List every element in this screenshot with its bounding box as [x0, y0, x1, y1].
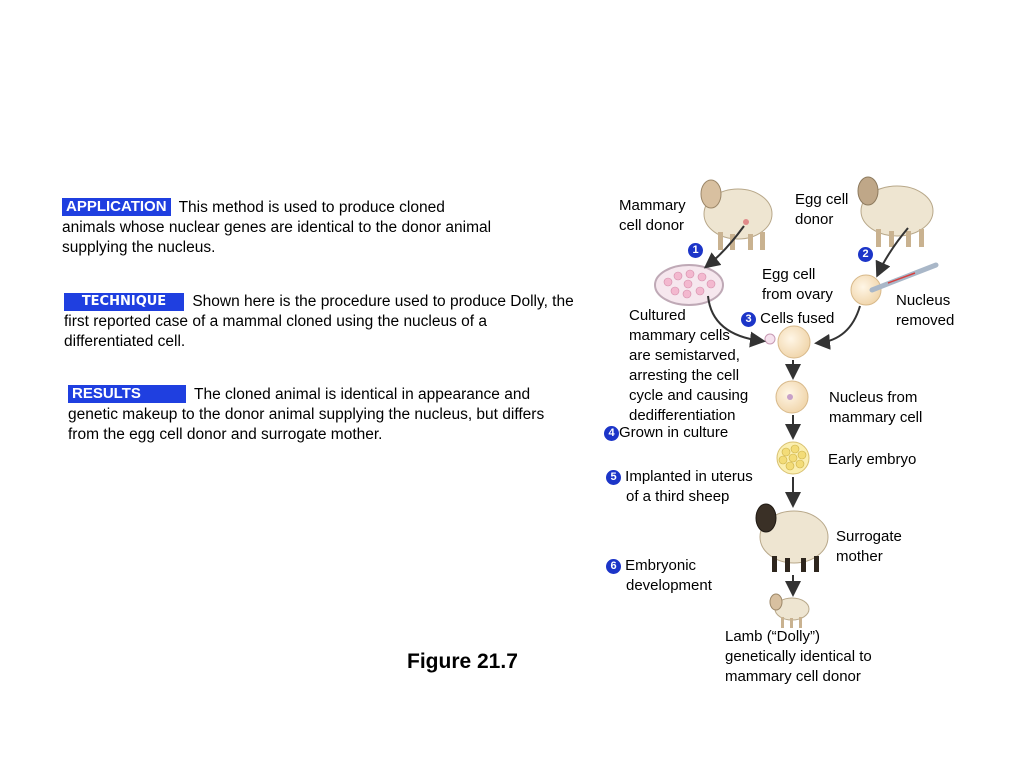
surrogate-label: Surrogate mother — [836, 528, 902, 565]
application-badge: APPLICATION — [62, 198, 171, 216]
technique-text: Shown here is the procedure used to prod… — [64, 293, 574, 350]
technique-block: TECHNIQUE Shown here is the procedure us… — [64, 292, 574, 352]
mammary-donor-label: Mammary cell donor — [619, 197, 686, 234]
egg-donor-sheep-icon — [857, 176, 934, 247]
results-block: RESULTS The cloned animal is identical i… — [68, 385, 553, 445]
step-2-icon: 2 — [858, 247, 873, 262]
figure-title: Figure 21.7 — [407, 650, 518, 673]
cultured-cells-label: Cultured mammary cells are semistarved, … — [629, 307, 749, 424]
early-embryo-label: Early embryo — [828, 451, 917, 468]
technique-badge: TECHNIQUE — [64, 293, 184, 311]
egg-cell-icon — [850, 274, 882, 306]
step-2-marker: 2 — [858, 244, 873, 264]
embryonic-label: 6 Embryonic development — [606, 556, 712, 596]
lamb-icon — [769, 593, 810, 628]
results-text: The cloned animal is identical in appear… — [68, 386, 545, 443]
results-badge: RESULTS — [68, 385, 186, 403]
application-text: This method is used to produce cloned an… — [62, 199, 492, 256]
step-6-icon: 6 — [606, 559, 621, 574]
cells-fused-label: 3 Cells fused — [741, 309, 834, 329]
arrow-egg-to-fuse — [814, 305, 861, 350]
nucleus-from-label: Nucleus from mammary cell — [829, 389, 923, 426]
step-5-icon: 5 — [606, 470, 621, 485]
arrow-donor-to-dish — [703, 225, 745, 269]
pipette-icon — [869, 262, 939, 293]
surrogate-sheep-icon — [755, 503, 829, 572]
arrow-eggdonor-to-egg — [875, 227, 909, 278]
lamb-label: Lamb (“Dolly”) genetically identical to … — [725, 628, 872, 685]
egg-from-ovary-label: Egg cell from ovary — [762, 266, 833, 303]
step-3-icon: 3 — [741, 312, 756, 327]
implanted-label: 5 Implanted in uterus of a third sheep — [606, 467, 753, 507]
fusing-cells-icon — [764, 325, 811, 359]
step-1-icon: 1 — [688, 243, 703, 258]
nucleus-removed-label: Nucleus removed — [896, 292, 955, 329]
step-1-marker: 1 — [688, 240, 703, 260]
egg-donor-label: Egg cell donor — [795, 191, 849, 228]
fused-cell-icon — [775, 380, 809, 414]
application-block: APPLICATION This method is used to produ… — [62, 198, 502, 258]
petri-dish-icon — [654, 264, 724, 306]
early-embryo-icon — [776, 441, 810, 475]
step-4-icon: 4 — [604, 426, 619, 441]
arrow-dish-to-fuse — [707, 295, 766, 348]
mammary-donor-sheep-icon — [700, 179, 773, 250]
